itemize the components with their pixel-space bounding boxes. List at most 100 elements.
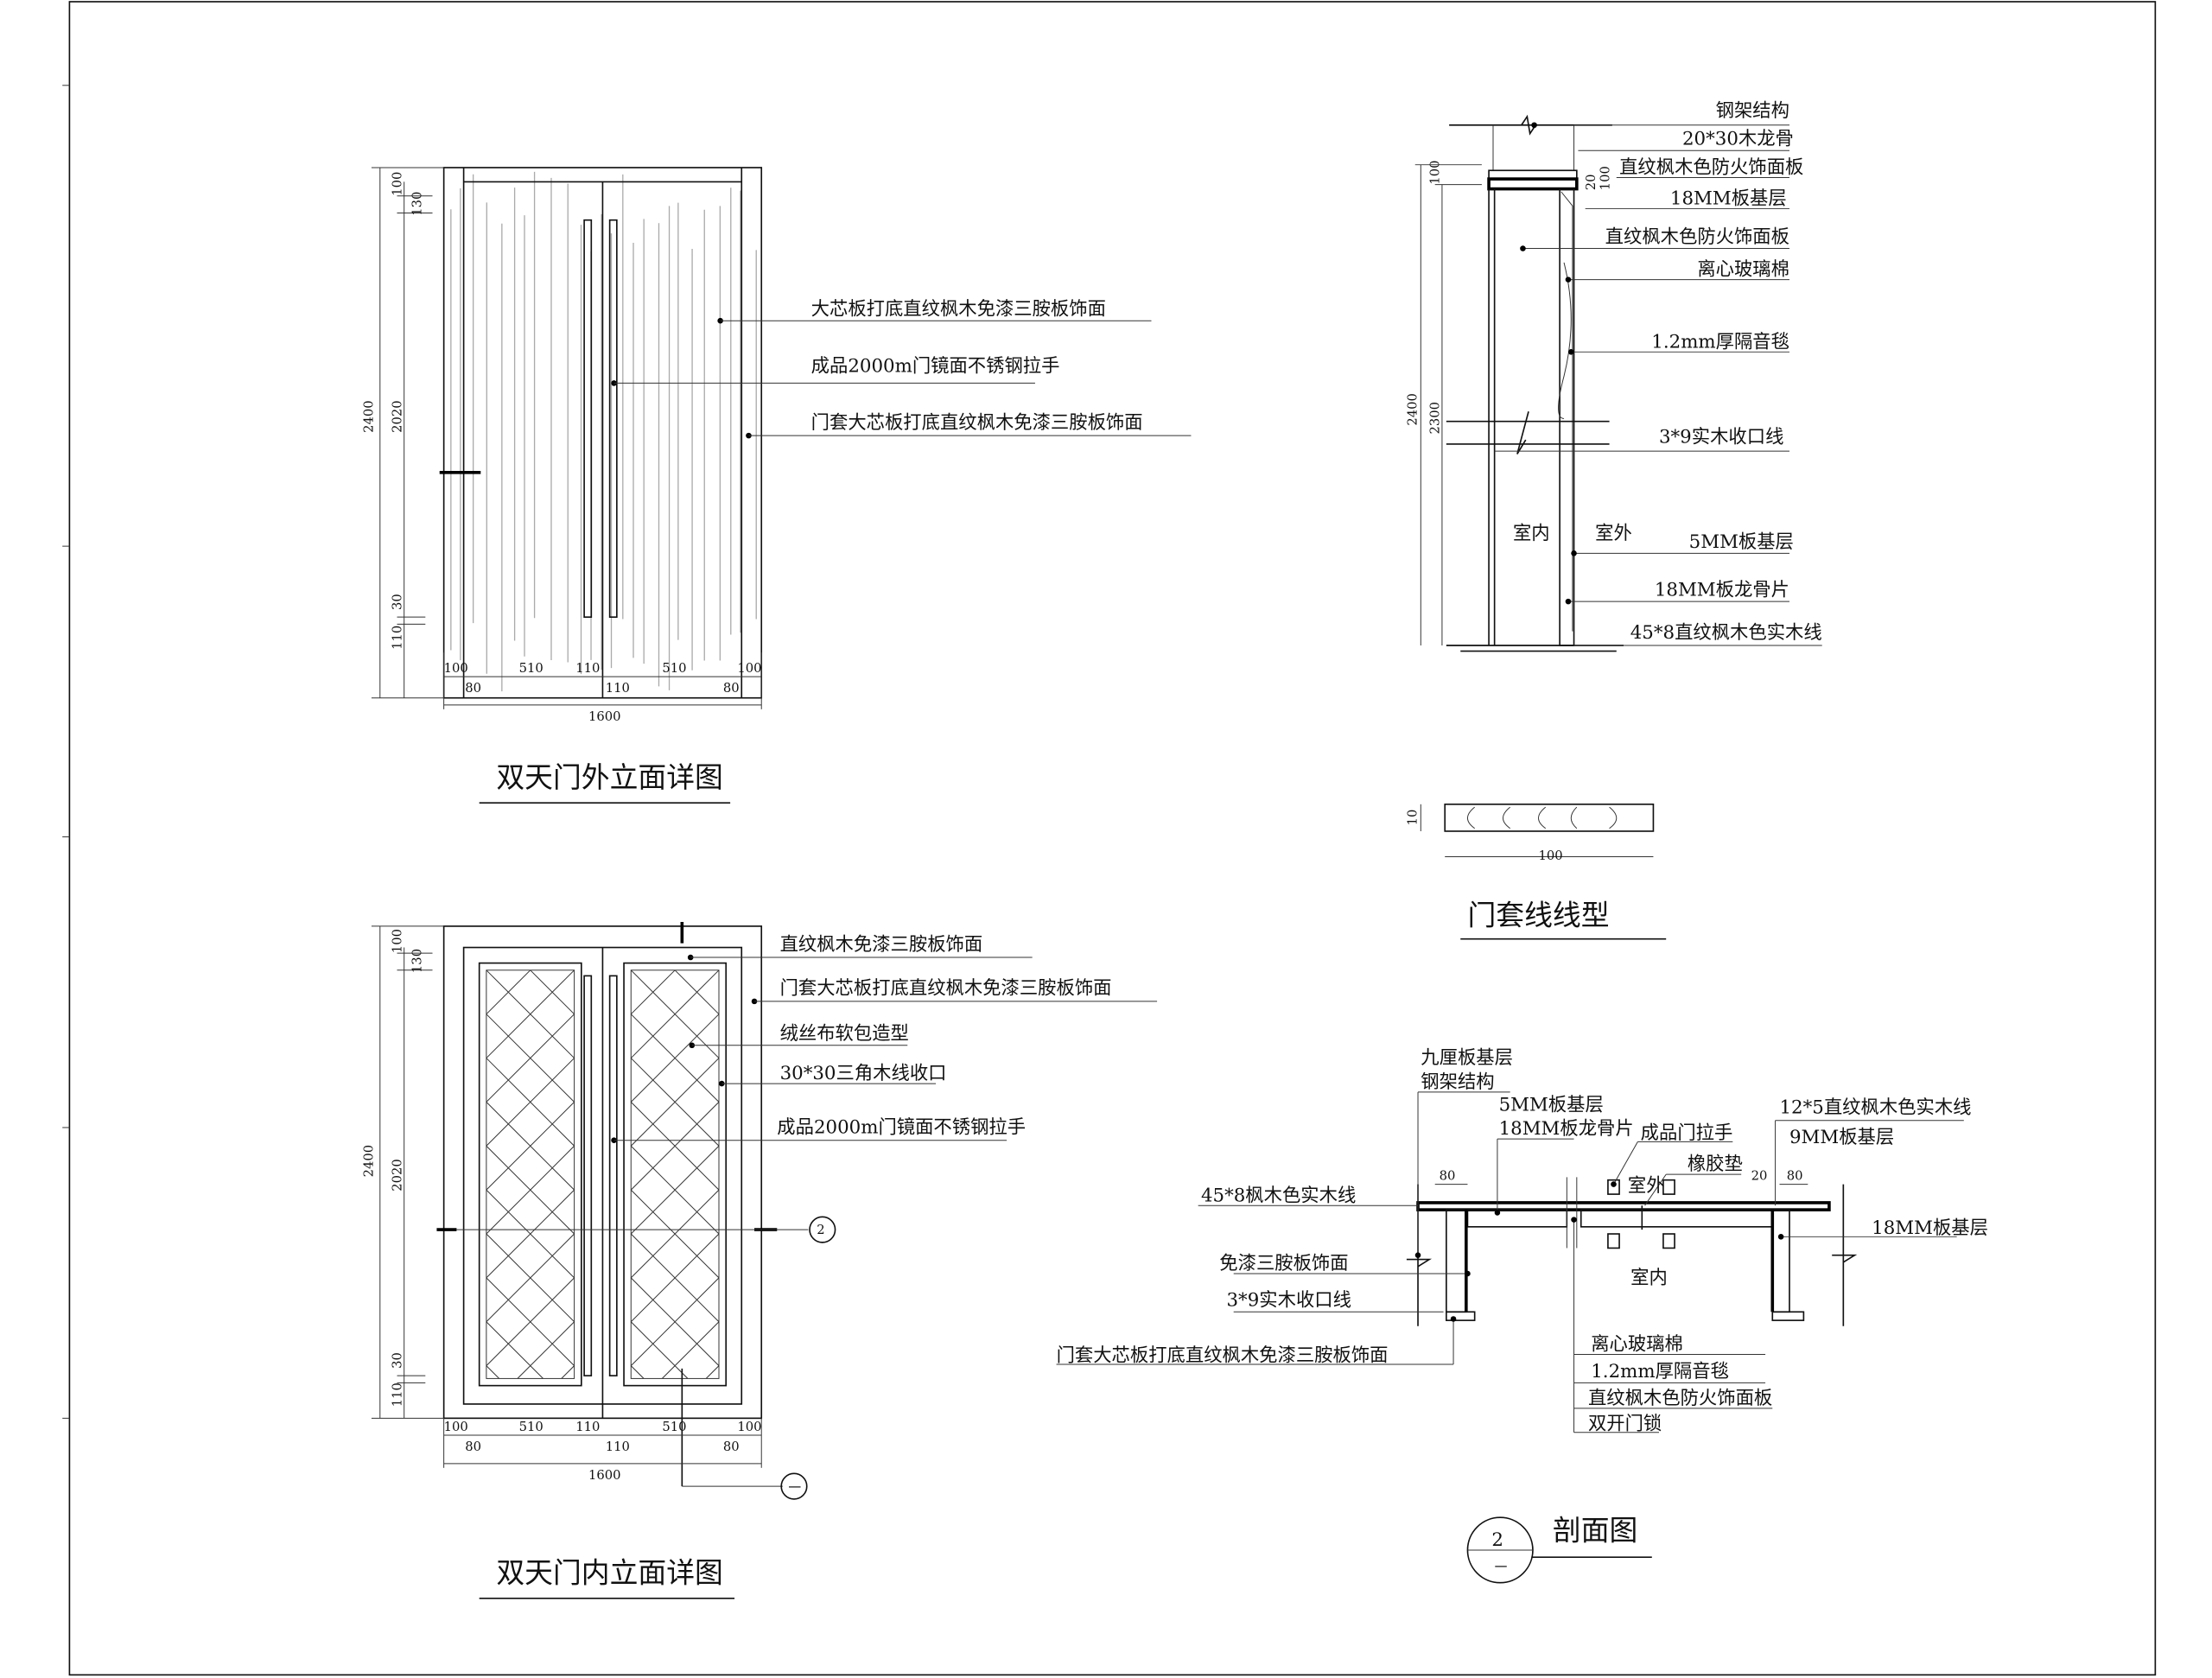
section-marker: [780, 1472, 808, 1500]
tufting-line: [486, 1321, 543, 1379]
label-panel-finish: 大芯板打底直纹枫木免漆三胺板饰面: [811, 299, 1106, 321]
dim-130: 130: [410, 949, 424, 973]
dim-30: 30: [390, 1352, 404, 1369]
dim-2400: 2400: [1405, 393, 1420, 426]
label: 离心玻璃棉: [1697, 259, 1789, 281]
upholstered-panel: [478, 962, 582, 1387]
label: 9MM板基层: [1789, 1127, 1894, 1148]
dim: 80: [465, 1440, 481, 1454]
dim-total: 1600: [588, 709, 621, 724]
dim: 80: [723, 681, 740, 696]
tufting-line: [486, 1233, 575, 1323]
dim-2300: 2300: [1428, 402, 1443, 435]
dim-2020: 2020: [390, 1159, 404, 1192]
dim-100: 100: [1599, 166, 1613, 190]
tufting-line: [486, 1014, 575, 1103]
dim-2020: 2020: [390, 400, 404, 433]
tufting-line: [630, 1189, 720, 1279]
dim: 510: [662, 661, 686, 676]
trim-profile: 10 100 门套线线型: [1405, 803, 1667, 940]
tufting-line: [486, 1365, 499, 1379]
dim-10: 10: [1405, 810, 1420, 826]
tufting-line: [705, 1365, 720, 1379]
section-mark: 2: [817, 1223, 824, 1237]
label-outdoor: 室外: [1595, 523, 1632, 544]
label: 20*30木龙骨: [1682, 129, 1794, 150]
dim-130: 130: [410, 192, 424, 216]
label: 18MM板基层: [1670, 188, 1787, 210]
dim-100: 100: [390, 929, 404, 953]
label: 门套大芯板打底直纹枫木免漆三胺板饰面: [1057, 1345, 1389, 1367]
bottom-dims: 100 80 510 110 110 510 80 100 1600: [444, 661, 762, 724]
dim: 100: [444, 1420, 468, 1434]
label: 45*8枫木色实木线: [1201, 1185, 1356, 1206]
tufting-line: [630, 1321, 689, 1379]
dim-2400: 2400: [362, 1145, 377, 1178]
outer-elevation: 2400 2020 100 130 30 110 100 80 510 110 …: [362, 167, 1192, 804]
tufting-line: [630, 1365, 645, 1379]
section-mark-sub: 一: [1495, 1560, 1508, 1575]
label-trim: 30*30三角木线收口: [780, 1063, 947, 1084]
dim-100: 100: [1428, 161, 1443, 185]
dim-80: 80: [1440, 1169, 1456, 1184]
plan-section-title: 剖面图: [1553, 1514, 1637, 1547]
label: 5MM板基层: [1499, 1094, 1604, 1115]
tufting-line: [630, 1058, 720, 1147]
label-panel-finish: 直纹枫木免漆三胺板饰面: [780, 934, 983, 956]
tufting-line: [630, 1014, 720, 1103]
dim-20: 20: [1584, 174, 1599, 190]
label: 18MM板龙骨片: [1499, 1118, 1634, 1140]
label: 45*8直纹枫木色实木线: [1630, 622, 1822, 644]
door-handle: [608, 975, 618, 1376]
insulation-hatch: [1560, 191, 1573, 632]
dim: 110: [575, 1420, 600, 1434]
label: 直纹枫木色防火饰面板: [1619, 157, 1803, 179]
dim: 100: [444, 661, 468, 676]
label: 钢架结构: [1421, 1071, 1494, 1093]
dim: 80: [465, 681, 481, 696]
dim: 110: [606, 681, 630, 696]
sheet-border: [68, 1, 2157, 1676]
section-mark: 一: [788, 1481, 801, 1496]
label: 钢架结构: [1716, 100, 1789, 122]
dim: 110: [606, 1440, 630, 1454]
diamond-tufting: [486, 969, 720, 1379]
dim-total: 1600: [588, 1468, 621, 1483]
tufting-line: [630, 1145, 720, 1235]
dim: 100: [737, 1420, 761, 1434]
tufting-line: [630, 1102, 720, 1191]
bottom-dims: 100 80 510 110 110 510 80 100 1600: [444, 1420, 762, 1483]
tufting-line: [486, 1277, 575, 1366]
tufting-line: [486, 1102, 575, 1191]
label-handle: 成品2000m门镜面不锈钢拉手: [777, 1117, 1026, 1139]
door-handle: [583, 975, 593, 1376]
label: 离心玻璃棉: [1591, 1334, 1683, 1356]
tufting-line: [486, 1145, 575, 1235]
label-upholstery: 绒丝布软包造型: [780, 1023, 909, 1045]
label: 3*9实木收口线: [1659, 426, 1783, 448]
tufting-line: [486, 969, 575, 1058]
dim: 510: [519, 661, 543, 676]
dim-80: 80: [1787, 1169, 1803, 1184]
section-marker: [809, 1216, 836, 1243]
section-mark: 2: [1491, 1529, 1503, 1551]
label: 免漆三胺板饰面: [1219, 1253, 1348, 1274]
door-handle: [608, 219, 618, 618]
dim: 110: [575, 661, 600, 676]
label-outdoor: 室外: [1628, 1175, 1665, 1197]
dim-100: 100: [1539, 849, 1563, 863]
label: 1.2mm厚隔音毯: [1591, 1361, 1729, 1382]
label-frame-finish: 门套大芯板打底直纹枫木免漆三胺板饰面: [811, 412, 1143, 434]
label-handle: 成品2000m门镜面不锈钢拉手: [811, 355, 1060, 377]
tufting-line: [486, 1058, 575, 1147]
tufting-line: [630, 969, 720, 1058]
label: 18MM板基层: [1872, 1217, 1988, 1239]
dim-2400: 2400: [362, 400, 377, 433]
tufting-line: [662, 1321, 720, 1379]
inner-elevation-title: 双天门内立面详图: [496, 1557, 723, 1590]
label-frame-finish: 门套大芯板打底直纹枫木免漆三胺板饰面: [780, 978, 1112, 1000]
outer-elevation-title: 双天门外立面详图: [496, 761, 723, 794]
dim: 510: [519, 1420, 543, 1434]
label: 直纹枫木色防火饰面板: [1588, 1388, 1772, 1409]
